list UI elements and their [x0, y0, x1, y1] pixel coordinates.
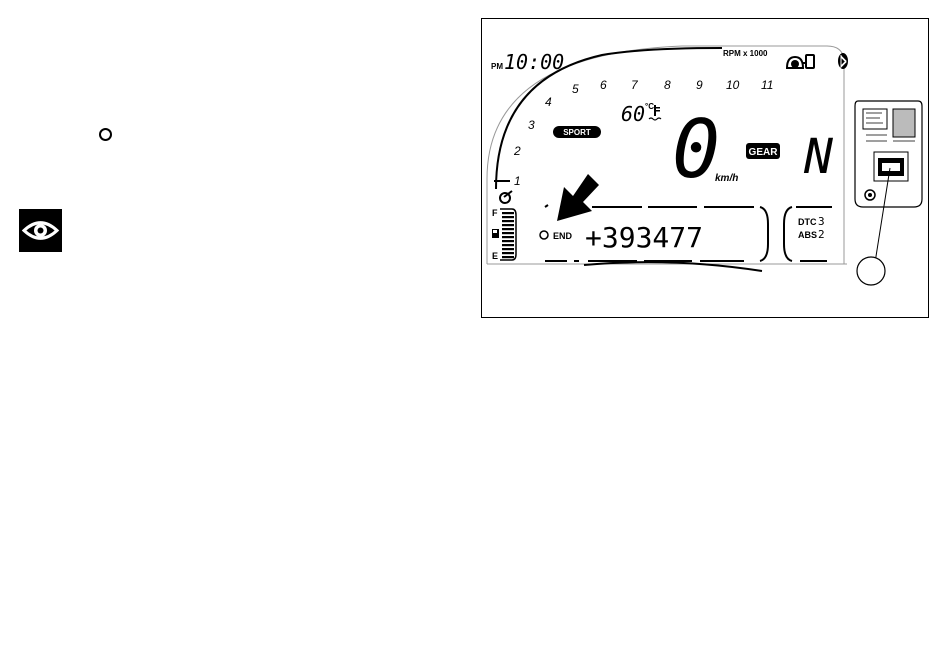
speed-value: 0	[672, 103, 720, 196]
gear-label: GEAR	[749, 147, 779, 158]
temperature-unit: °C	[645, 102, 654, 111]
eye-icon	[19, 209, 62, 252]
clock-time: 10:00	[504, 50, 564, 74]
bluetooth-icon	[838, 53, 848, 69]
temperature-value: 60	[621, 102, 645, 126]
dtc-label: DTC	[798, 217, 817, 227]
arrow-pointer-icon	[557, 174, 599, 221]
rpm-tick-7: 7	[631, 78, 639, 92]
odometer-value: +393477	[585, 221, 703, 254]
end-indicator-icon	[540, 231, 548, 239]
dashboard-illustration: PM 10:00 RPM x 1000 1 2 3 4 5 6 7 8 9 10…	[482, 19, 930, 319]
dtc-value: 3	[818, 215, 825, 228]
rpm-scale: 1 2 3 4 5 6 7 8 9 10 11	[513, 78, 773, 188]
odometer-end-label: END	[553, 231, 573, 241]
rpm-tick-9: 9	[696, 78, 703, 92]
fuel-pump-icon	[492, 229, 499, 238]
rpm-tick-2: 2	[513, 144, 521, 158]
speed-unit: km/h	[715, 173, 738, 184]
abs-label: ABS	[798, 230, 817, 240]
rpm-tick-6: 6	[600, 78, 607, 92]
rpm-label: RPM x 1000	[723, 49, 768, 58]
rpm-tick-1: 1	[514, 174, 521, 188]
rpm-tick-3: 3	[528, 118, 535, 132]
mode-badge-label: SPORT	[563, 128, 591, 137]
fuel-empty-label: E	[492, 251, 498, 261]
service-wrench-icon	[500, 191, 512, 203]
rpm-tick-8: 8	[664, 78, 671, 92]
phone-icon	[806, 55, 814, 68]
fuel-gauge-bars	[502, 212, 514, 258]
ring-marker-icon	[99, 128, 112, 141]
gear-value: N	[803, 129, 834, 185]
rpm-tick-4: 4	[545, 95, 552, 109]
rpm-tick-11: 11	[761, 78, 773, 92]
handlebar-switch-icon	[855, 101, 922, 269]
clock-ampm: PM	[491, 62, 503, 71]
notification-icon	[787, 57, 806, 68]
fuel-full-label: F	[492, 208, 498, 218]
callout-circle	[857, 257, 885, 285]
rpm-tick-10: 10	[726, 78, 740, 92]
rpm-tick-5: 5	[572, 82, 579, 96]
abs-value: 2	[818, 228, 825, 241]
dashboard-figure: PM 10:00 RPM x 1000 1 2 3 4 5 6 7 8 9 10…	[481, 18, 929, 318]
